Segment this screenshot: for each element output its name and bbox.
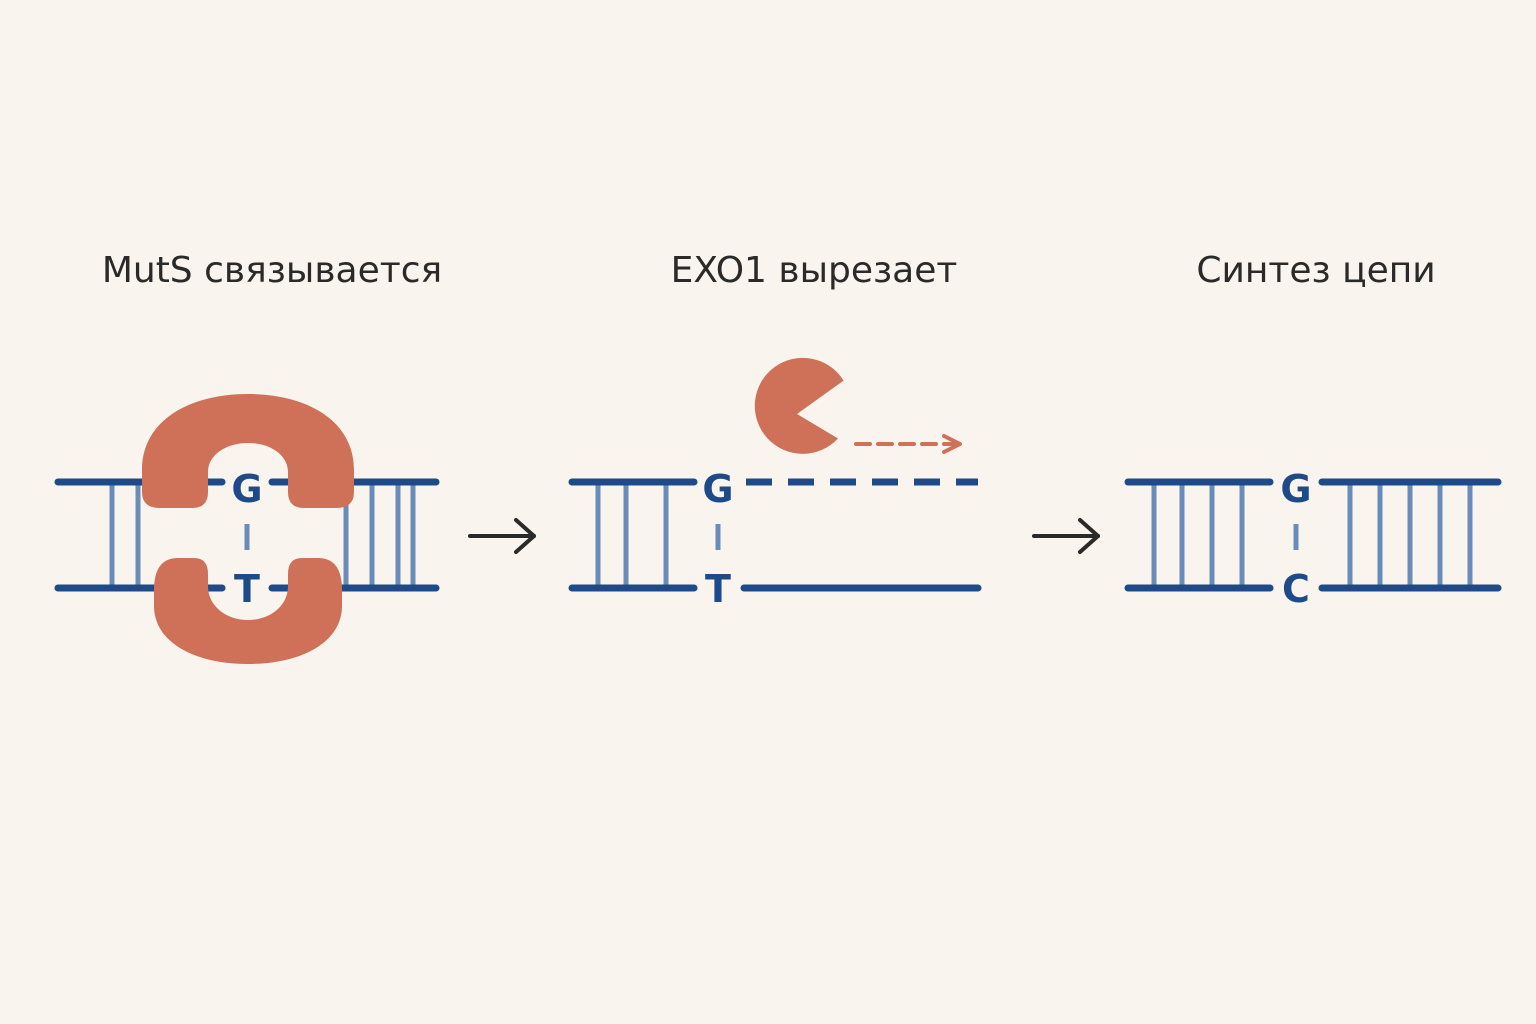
- step-muts-binding: MutS связывается G T: [54, 250, 442, 664]
- dna-rungs-right: [1151, 482, 1473, 588]
- step-exo1-excision: EXO1 вырезает G T: [568, 250, 982, 611]
- step-title-synthesis: Синтез цепи: [1196, 250, 1435, 291]
- base-bottom-t: T: [705, 567, 731, 611]
- exo1-direction-arrow-icon: [854, 434, 962, 454]
- base-bottom-t: T: [234, 567, 260, 611]
- base-top-g: G: [231, 467, 262, 511]
- right-arrow-icon: [1032, 518, 1100, 554]
- step-strand-synthesis: Синтез цепи G C: [1124, 250, 1502, 611]
- muts-clamp-lower-icon: [154, 558, 342, 664]
- muts-clamp-icon: [142, 394, 354, 508]
- base-top-g: G: [702, 467, 733, 511]
- exo1-pacman-icon: [754, 357, 844, 454]
- base-top-g: G: [1280, 467, 1311, 511]
- dna-rungs-middle: [595, 482, 669, 588]
- step-title-muts: MutS связывается: [102, 250, 442, 291]
- base-bottom-c: C: [1282, 567, 1310, 611]
- step-title-exo1: EXO1 вырезает: [671, 250, 958, 291]
- right-arrow-icon: [468, 518, 536, 554]
